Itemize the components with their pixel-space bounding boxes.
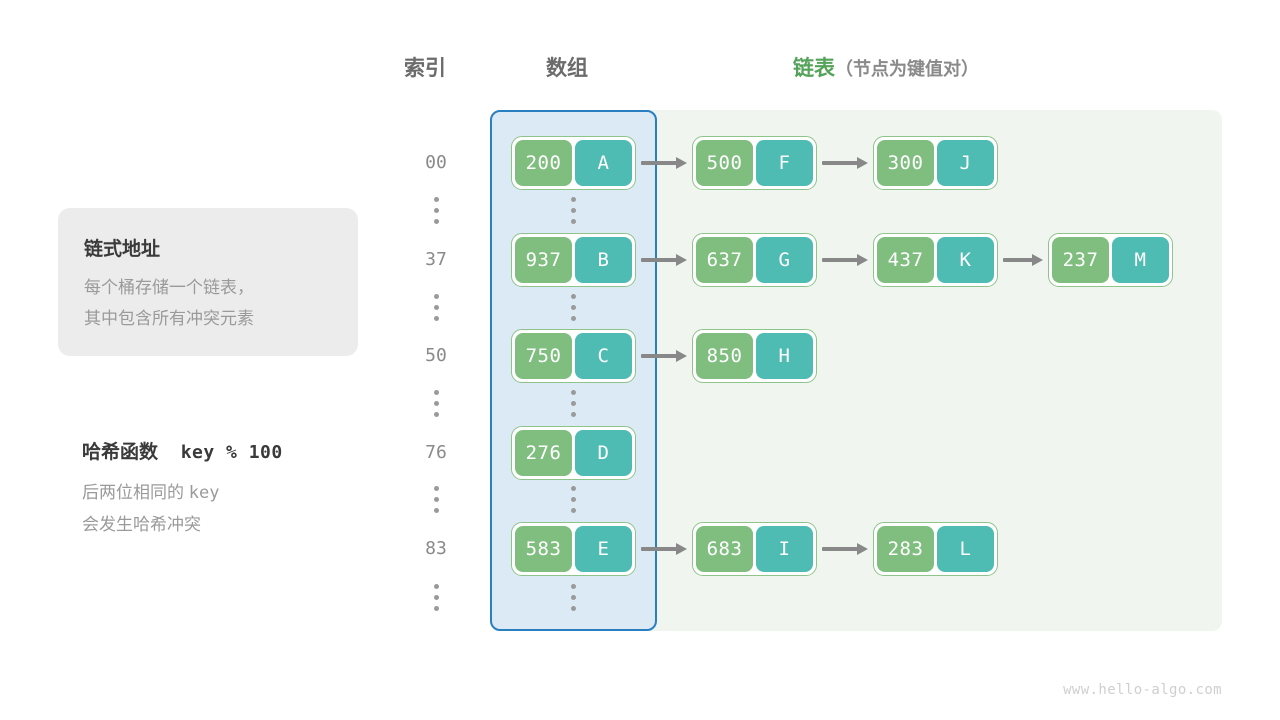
index-ellipsis [434,197,439,224]
node-key: 437 [877,237,934,283]
node-key: 683 [696,526,753,572]
node-key: 237 [1052,237,1109,283]
index-ellipsis [434,486,439,513]
info-card: 链式地址 每个桶存储一个链表， 其中包含所有冲突元素 [58,208,358,356]
node-value: C [575,333,632,379]
header-linked-list-main: 链表 [793,57,835,80]
array-ellipsis [571,486,576,513]
header-linked-list: 链表（节点为键值对） [793,52,979,82]
info-card-body: 每个桶存储一个链表， 其中包含所有冲突元素 [84,272,254,334]
next-pointer-arrow [822,543,868,555]
node-key: 200 [515,140,572,186]
hash-function-title-cn: 哈希函数 [82,442,159,463]
node-value: I [756,526,813,572]
index-ellipsis [434,390,439,417]
bucket-index-label: 76 [425,442,447,463]
bucket-index-label: 00 [425,152,447,173]
header-index: 索引 [404,57,446,80]
info-card-line-2: 其中包含所有冲突元素 [84,309,254,328]
node-key: 283 [877,526,934,572]
node-key: 583 [515,526,572,572]
node-key: 850 [696,333,753,379]
node-key: 937 [515,237,572,283]
hash-function-line-2: 会发生哈希冲突 [82,515,201,534]
info-card-line-1: 每个桶存储一个链表， [84,278,254,297]
info-card-title: 链式地址 [84,239,161,260]
header-array: 数组 [546,57,588,80]
node-value: F [756,140,813,186]
next-pointer-arrow [822,157,868,169]
node-value: K [937,237,994,283]
index-ellipsis [434,584,439,611]
node-value: E [575,526,632,572]
next-pointer-arrow [641,157,687,169]
array-ellipsis [571,197,576,224]
bucket-index-label: 83 [425,538,447,559]
next-pointer-arrow [822,254,868,266]
node-value: G [756,237,813,283]
node-value: D [575,430,632,476]
hash-function-line-1-cn: 后两位相同的 [82,483,184,502]
hash-function-line-1-mono: key [188,483,220,503]
bucket-index-label: 37 [425,249,447,270]
node-value: L [937,526,994,572]
node-value: M [1112,237,1169,283]
hash-function-title: 哈希函数 key % 100 [82,437,283,464]
array-ellipsis [571,294,576,321]
next-pointer-arrow [641,543,687,555]
index-ellipsis [434,294,439,321]
bucket-index-label: 50 [425,345,447,366]
array-ellipsis [571,390,576,417]
node-key: 276 [515,430,572,476]
node-key: 637 [696,237,753,283]
array-ellipsis [571,584,576,611]
hash-function-expression: key % 100 [180,442,283,463]
watermark: www.hello-algo.com [1063,682,1222,698]
node-key: 500 [696,140,753,186]
hash-function-body: 后两位相同的 key 会发生哈希冲突 [82,477,219,540]
next-pointer-arrow [641,254,687,266]
header-linked-list-sub: （节点为键值对） [835,59,979,79]
node-value: B [575,237,632,283]
node-value: A [575,140,632,186]
hash-function-line-1: 后两位相同的 key [82,477,219,509]
node-key: 300 [877,140,934,186]
next-pointer-arrow [1003,254,1043,266]
node-value: H [756,333,813,379]
node-value: J [937,140,994,186]
node-key: 750 [515,333,572,379]
next-pointer-arrow [641,350,687,362]
